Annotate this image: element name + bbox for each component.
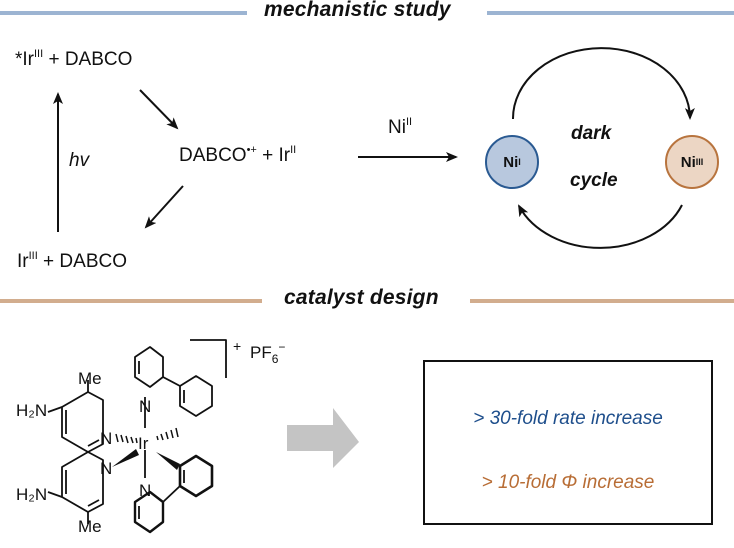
iridium-label: Ir <box>138 434 149 453</box>
catalyst-header-line-left <box>0 299 262 303</box>
quench-arrow <box>139 89 179 130</box>
amine-label-bottom: H₂N <box>16 485 47 504</box>
dark-cycle-label-dark: dark <box>571 123 612 144</box>
quantum-yield-increase-text: > 10-fold Φ increase <box>481 472 655 493</box>
methyl-label-bottom: Me <box>78 517 102 536</box>
rate-increase-text: > 30-fold rate increase <box>473 408 663 429</box>
charge-bracket <box>190 339 227 378</box>
results-box: > 30-fold rate increase > 10-fold Φ incr… <box>423 360 713 525</box>
wedge-bond-right <box>156 452 180 470</box>
block-arrow-icon <box>287 408 359 468</box>
amine-label-top: H₂N <box>16 401 47 420</box>
nitrogen-label-2: N <box>100 459 112 478</box>
nitrogen-label-4: N <box>139 481 151 500</box>
dark-cycle-top-arrow <box>511 47 695 120</box>
counterion-label: PF6− <box>250 340 285 366</box>
wedge-bond-left <box>112 449 139 467</box>
catalyst-header-title: catalyst design <box>284 286 439 309</box>
methyl-label-top: Me <box>78 369 102 388</box>
nitrogen-label-1: N <box>100 429 112 448</box>
reduced-state-label: DABCO•+ + IrII <box>179 144 297 167</box>
mechanistic-header-line-left <box>0 11 247 15</box>
mechanistic-header-line-right <box>487 11 734 15</box>
ppy-pyridine-bottom <box>133 490 165 534</box>
nitrogen-label-3: N <box>139 397 151 416</box>
mechanistic-header-title: mechanistic study <box>264 0 451 21</box>
dark-cycle-bottom-arrow <box>518 204 683 249</box>
excitation-label: hv <box>69 150 90 171</box>
ground-state-label: IrIII + DABCO <box>17 250 128 273</box>
dark-cycle-label-cycle: cycle <box>570 170 618 191</box>
excited-state-label: *IrIII + DABCO <box>15 48 133 71</box>
catalyst-header-line-right <box>470 299 734 303</box>
reoxidation-arrow <box>144 185 184 229</box>
ppy-phenyl-top <box>179 375 213 417</box>
charge-label: + <box>233 338 241 354</box>
nickel-transfer-label: NiII <box>388 116 413 139</box>
